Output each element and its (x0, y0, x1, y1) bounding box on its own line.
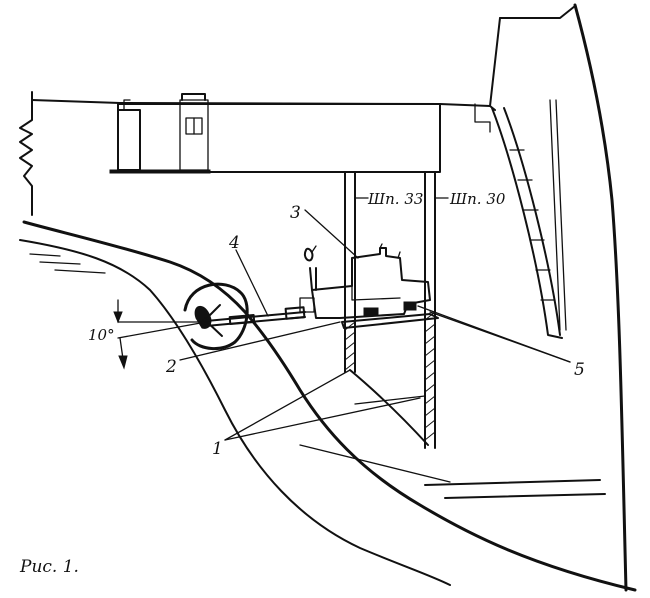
ladder (489, 5, 576, 339)
callout-5: 5 (574, 360, 585, 380)
callout-2: 2 (165, 357, 177, 377)
figure-caption: Рис. 1. (19, 557, 79, 577)
frame-30-label: Шп. 30 (449, 190, 506, 208)
callout-4: 4 (228, 233, 240, 253)
callout-1: 1 (212, 439, 223, 459)
callout-3: 3 (290, 203, 301, 223)
leader-lines (179, 197, 571, 441)
frames (344, 171, 436, 449)
angle-label: 10° (88, 326, 115, 344)
bottom-structure (299, 444, 606, 499)
angle-indicator (113, 299, 207, 370)
frame-33-label: Шп. 33 (367, 190, 423, 208)
deckhouse (109, 93, 491, 174)
drive-unit (205, 243, 439, 329)
